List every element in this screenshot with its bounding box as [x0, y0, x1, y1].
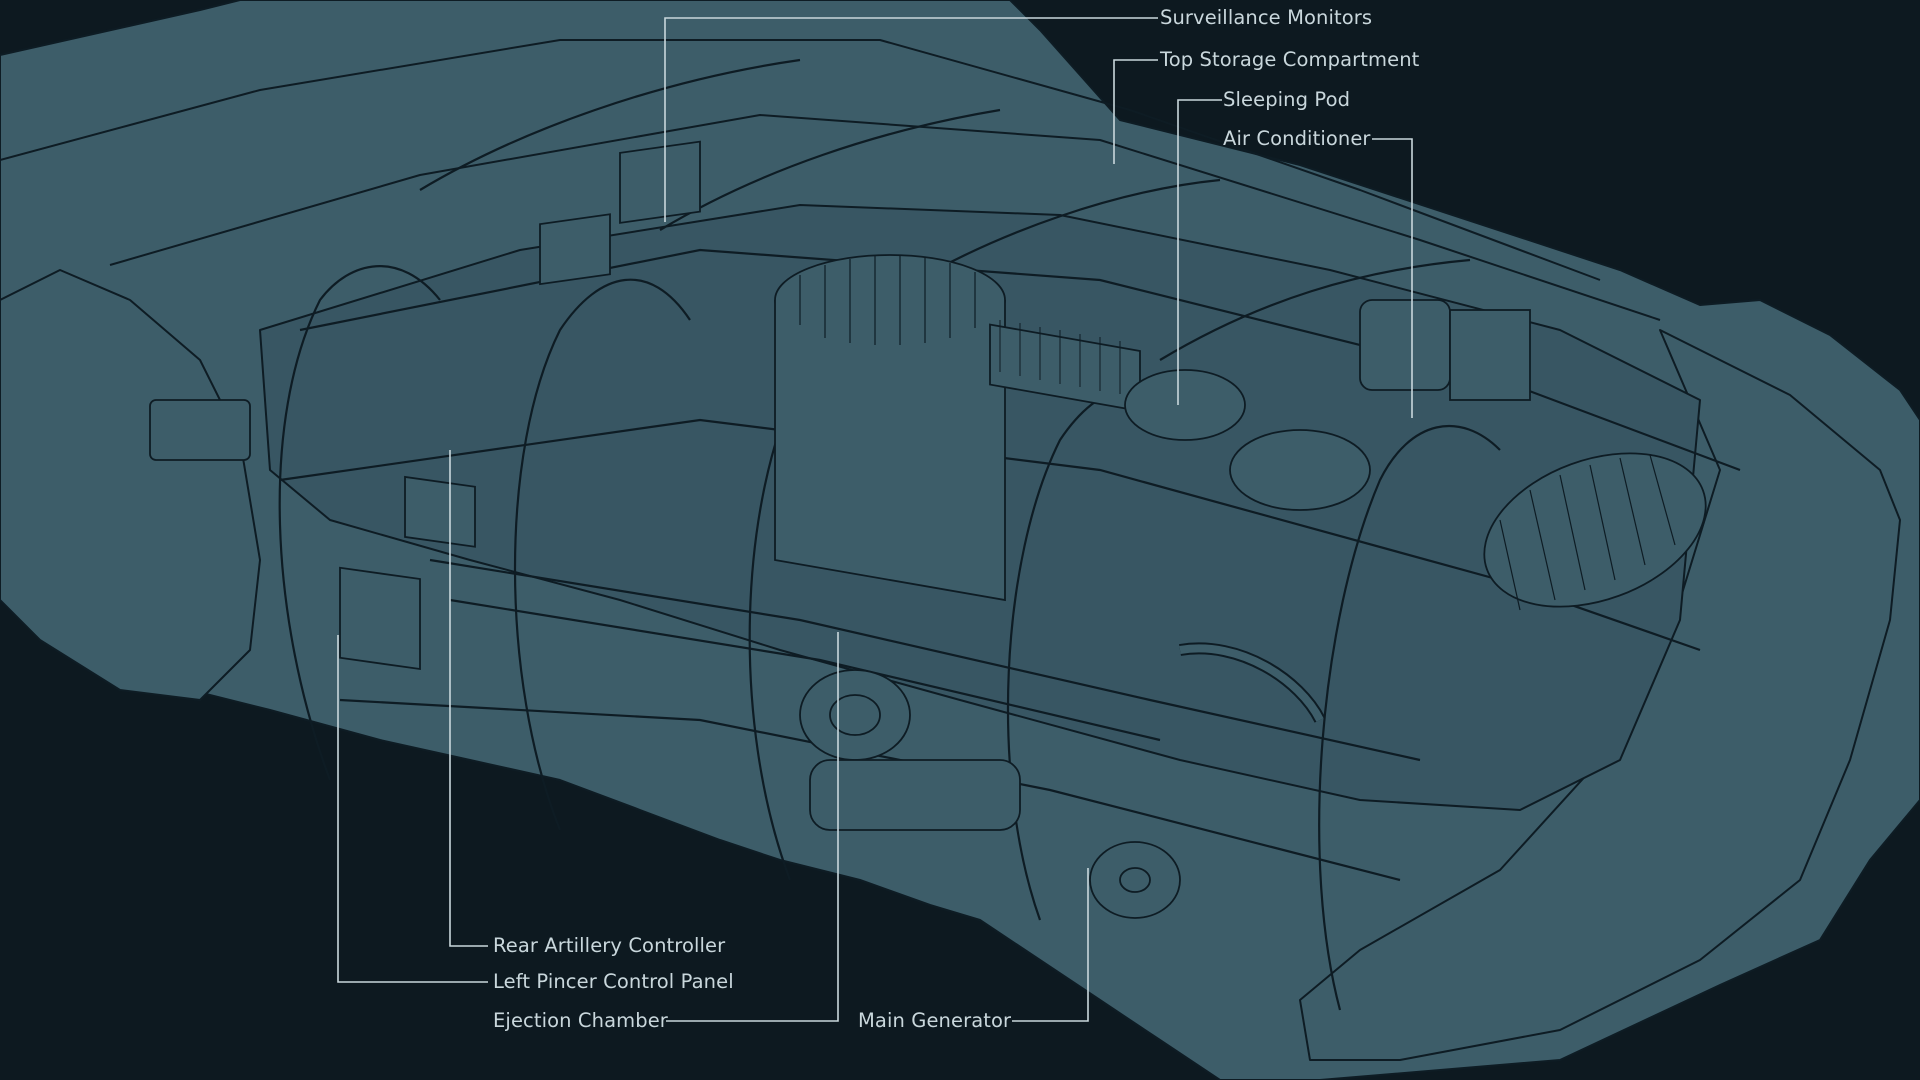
leader-ejection-chamber — [666, 632, 839, 1022]
forward-fan-housing — [1483, 452, 1707, 608]
tank-grille — [799, 256, 976, 345]
monitor-2 — [539, 213, 611, 286]
lower-fan-hub — [1119, 867, 1151, 893]
lower-housing — [809, 759, 1021, 831]
storage-grille-lines — [999, 320, 1121, 394]
leader-air-conditioner — [1372, 138, 1413, 418]
flex-hose-inner — [1179, 644, 1324, 722]
sleeping-pod-shell — [1124, 369, 1246, 441]
cylindrical-tank-body — [774, 300, 1006, 602]
sleeping-pod-inner — [1229, 429, 1371, 511]
rear-cap — [0, 269, 261, 701]
hull-top-ridge — [0, 39, 1601, 281]
forward-fan-grille — [1499, 454, 1676, 611]
monitor-1 — [619, 140, 701, 224]
label-sleeping-pod: Sleeping Pod — [1223, 88, 1351, 111]
callout-leader-lines — [337, 17, 1413, 1022]
leader-left-pincer-control-panel — [337, 635, 488, 983]
rib-2 — [513, 278, 691, 831]
deck-floor — [429, 558, 1421, 762]
label-rear-artillery-controller: Rear Artillery Controller — [493, 934, 726, 957]
rib-1 — [278, 265, 441, 781]
rib-arch-top-2 — [659, 108, 1001, 231]
rib-arch-top-4 — [1159, 258, 1471, 361]
artillery-console — [404, 475, 476, 548]
leader-rear-artillery-controller — [449, 450, 488, 947]
rear-box — [149, 399, 251, 461]
leader-top-storage-compartment — [1113, 59, 1158, 164]
ac-unit — [1359, 299, 1451, 391]
machinery-details — [149, 140, 1707, 919]
label-top-storage-compartment: Top Storage Compartment — [1160, 48, 1420, 71]
generator-core — [829, 694, 881, 736]
ac-grille — [1449, 309, 1531, 401]
control-panel-left — [339, 566, 421, 671]
leader-main-generator — [1012, 868, 1089, 1022]
deck-floor-edge — [449, 598, 1161, 742]
rib-5 — [1318, 425, 1501, 1011]
rib-arch-top-1 — [419, 58, 801, 191]
label-surveillance-monitors: Surveillance Monitors — [1160, 6, 1373, 29]
leader-sleeping-pod — [1177, 99, 1222, 405]
hull-top-ridge-2 — [109, 114, 1661, 321]
label-ejection-chamber: Ejection Chamber — [493, 1009, 668, 1032]
label-air-conditioner: Air Conditioner — [1223, 127, 1371, 150]
leader-surveillance-monitors — [664, 17, 1158, 222]
label-left-pincer-control-panel: Left Pincer Control Panel — [493, 970, 734, 993]
label-main-generator: Main Generator — [858, 1009, 1012, 1032]
